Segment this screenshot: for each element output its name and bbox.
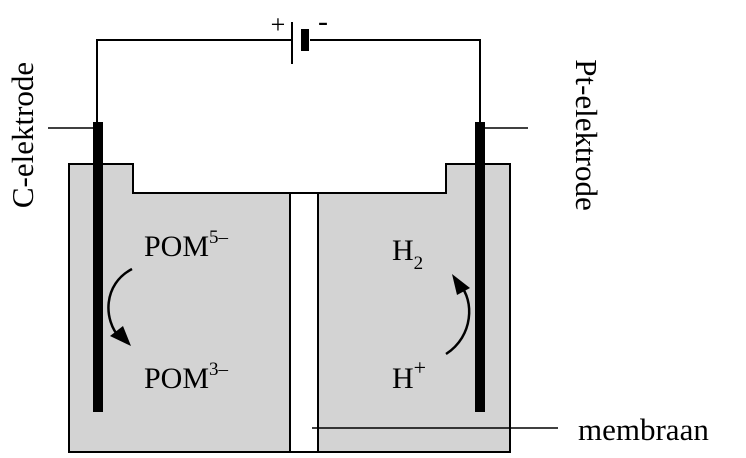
species-pom5: POM5– [144,227,229,263]
species-pom3: POM3– [144,359,229,395]
circuit-wire-right [310,39,481,122]
species-pom3-base: POM [144,362,209,395]
species-pom5-base: POM [144,230,209,263]
battery-symbol [291,22,309,64]
battery-negative-plate [301,29,309,51]
species-h2-base: H [392,234,414,267]
c-electrode [93,122,103,412]
circuit-wire [96,39,292,122]
membrane [289,192,319,453]
species-pom3-charge: 3– [209,359,229,380]
species-h-plus-charge: + [414,355,426,380]
species-h2: H2 [392,234,423,274]
left-reaction-arrowhead [110,326,131,346]
species-h-plus: H+ [392,355,426,395]
pt-electrode [475,122,485,412]
battery-minus-sign: - [318,5,328,38]
right-reaction-arrowhead [452,274,470,295]
species-h2-subscript: 2 [414,253,424,274]
species-h-plus-base: H [392,362,414,395]
pt-electrode-label: Pt-elektrode [569,59,604,211]
battery-plus-sign: + [271,10,286,39]
species-pom5-charge: 5– [209,227,229,248]
membrane-label: membraan [578,412,709,447]
c-electrode-label: C-elektrode [5,62,40,208]
